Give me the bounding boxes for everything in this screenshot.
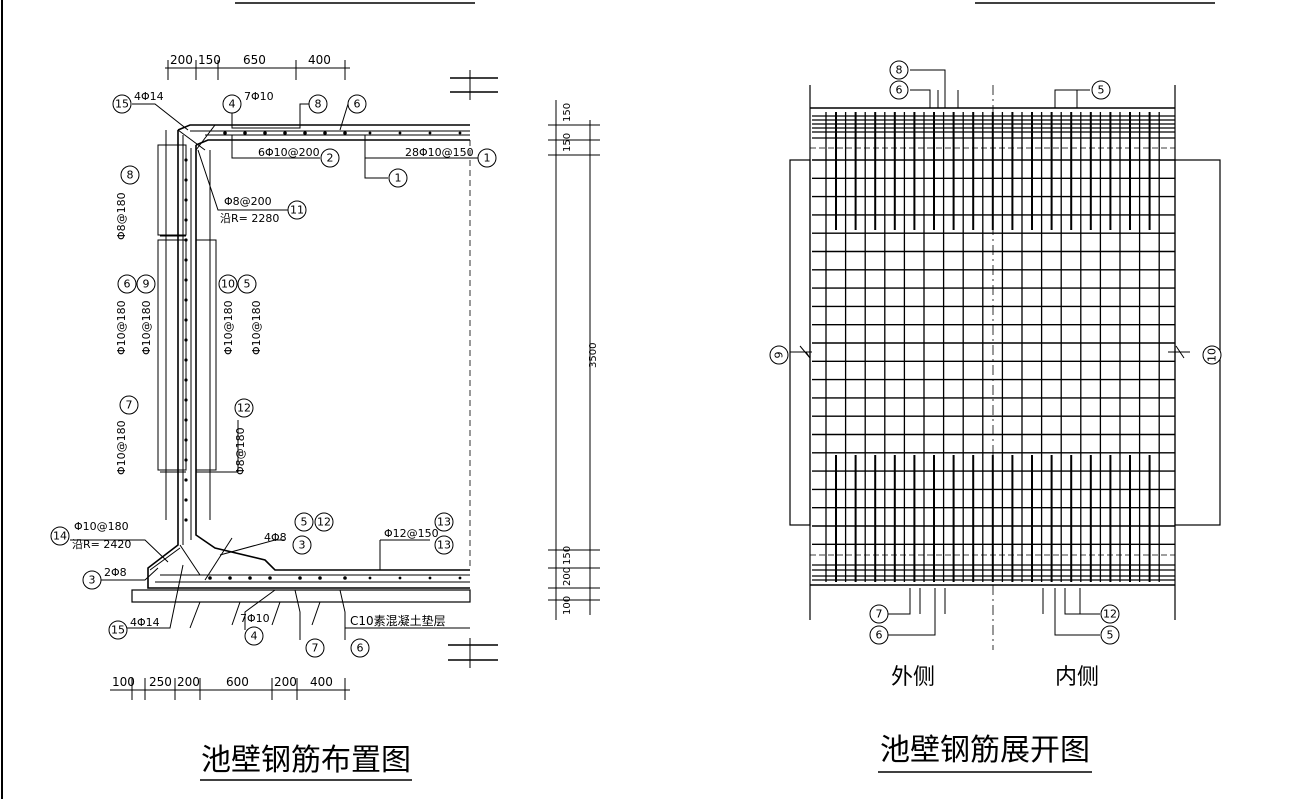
right-title: 池壁钢筋展开图	[880, 733, 1090, 768]
dim-bot-4: 200	[274, 675, 297, 689]
dim-bot-2: 200	[177, 675, 200, 689]
rebar-grid-vertical	[825, 112, 1160, 582]
svg-text:9: 9	[143, 278, 150, 291]
dimension-vertical: 150 150 3500 150 200 100	[548, 100, 600, 620]
dim-v-1: 150	[562, 133, 573, 152]
svg-text:4: 4	[251, 630, 258, 643]
dim-bot-3: 600	[226, 675, 249, 689]
svg-text:1: 1	[484, 152, 491, 165]
svg-text:5: 5	[1107, 629, 1114, 642]
cushion-label: C10素混凝土垫层	[350, 613, 446, 628]
wall-outline	[147, 124, 471, 589]
dim-top-0: 200	[170, 53, 193, 67]
dim-v-2: 3500	[588, 343, 599, 368]
svg-text:12: 12	[317, 516, 331, 529]
side-breaks	[790, 345, 1190, 359]
dim-bot-5: 400	[310, 675, 333, 689]
callout-v7: Φ10@180	[115, 420, 128, 475]
dim-v-3: 150	[562, 546, 573, 565]
svg-text:10: 10	[221, 278, 235, 291]
svg-text:7: 7	[312, 642, 319, 655]
svg-text:5: 5	[301, 516, 308, 529]
elevation-numbers: 8 6 5 9 10 7 6 12 5	[773, 64, 1219, 642]
svg-text:6: 6	[896, 84, 903, 97]
leader-lines	[70, 103, 480, 640]
callout-texts: 4Φ14 7Φ10 6Φ10@200 28Φ10@150 Φ8@200 沿R= …	[72, 90, 474, 629]
dimension-top: 200 150 650 400	[165, 53, 350, 80]
svg-text:11: 11	[290, 204, 304, 217]
rebar-layout-section: C10素混凝土垫层 200 150 650 400	[50, 53, 498, 781]
dim-top-2: 650	[243, 53, 266, 67]
index-circles	[50, 94, 497, 658]
dimension-bottom: 100 250 200 600 200 400	[110, 675, 350, 700]
svg-text:15: 15	[111, 624, 125, 637]
svg-text:6: 6	[876, 629, 883, 642]
callout-1: 28Φ10@150	[405, 146, 474, 159]
dim-v-0: 150	[562, 103, 573, 122]
callout-14-a: Φ10@180	[74, 520, 129, 533]
callout-13: Φ12@150	[384, 527, 439, 540]
svg-text:3: 3	[299, 539, 306, 552]
elevation-circles	[769, 60, 1222, 645]
svg-text:10: 10	[1206, 348, 1219, 362]
callout-v8: Φ8@180	[115, 192, 128, 240]
svg-text:5: 5	[244, 278, 251, 291]
svg-text:13: 13	[437, 539, 451, 552]
dim-bot-0: 100	[112, 675, 135, 689]
callout-4-bot: 7Φ10	[240, 612, 270, 625]
svg-text:9: 9	[773, 352, 786, 359]
svg-text:5: 5	[1098, 84, 1105, 97]
svg-text:8: 8	[127, 169, 134, 182]
svg-text:7: 7	[126, 399, 133, 412]
label-inner-side: 内侧	[1055, 665, 1099, 690]
dim-v-5: 100	[562, 596, 573, 615]
svg-text:8: 8	[896, 64, 903, 77]
label-outer-side: 外侧	[891, 665, 935, 690]
callout-v6: Φ10@180	[115, 300, 128, 355]
elevation-leaders	[880, 69, 1100, 636]
svg-text:6: 6	[354, 98, 361, 111]
callout-3-right: 4Φ8	[264, 531, 287, 544]
svg-text:1: 1	[395, 172, 402, 185]
svg-text:7: 7	[876, 608, 883, 621]
svg-text:3: 3	[89, 574, 96, 587]
svg-text:12: 12	[237, 402, 251, 415]
svg-text:6: 6	[124, 278, 131, 291]
callout-4-top: 7Φ10	[244, 90, 274, 103]
svg-text:6: 6	[357, 642, 364, 655]
dim-top-3: 400	[308, 53, 331, 67]
callout-15-top: 4Φ14	[134, 90, 164, 103]
svg-text:2: 2	[327, 152, 334, 165]
dim-bot-1: 250	[149, 675, 172, 689]
callout-v10: Φ10@180	[222, 300, 235, 355]
left-title: 池壁钢筋布置图	[201, 743, 411, 778]
sheet-border	[1, 0, 1215, 799]
callout-2: 6Φ10@200	[258, 146, 320, 159]
callout-v5: Φ10@180	[250, 300, 263, 355]
dim-v-4: 200	[562, 567, 573, 586]
dim-top-1: 150	[198, 53, 221, 67]
callout-v12: Φ8@180	[234, 427, 247, 475]
callout-11-a: Φ8@200	[224, 195, 272, 208]
callout-11-b: 沿R= 2280	[220, 212, 279, 225]
svg-text:15: 15	[115, 98, 129, 111]
svg-text:4: 4	[229, 98, 236, 111]
svg-text:14: 14	[53, 530, 67, 543]
cushion-layer: C10素混凝土垫层	[131, 589, 471, 629]
callout-14-b: 沿R= 2420	[72, 538, 131, 551]
rebar-elevation-section: 8 6 5 9 10 7 6 12 5 外侧 内侧 池壁钢筋展开图	[769, 60, 1222, 773]
break-marks	[448, 70, 498, 668]
vertical-callouts: Φ8@180 Φ10@180 Φ10@180 Φ10@180 Φ10@180 Φ…	[115, 192, 263, 475]
callout-15-bot: 4Φ14	[130, 616, 160, 629]
callout-v9: Φ10@180	[140, 300, 153, 355]
svg-text:13: 13	[437, 516, 451, 529]
svg-text:8: 8	[315, 98, 322, 111]
callout-3-left: 2Φ8	[104, 566, 127, 579]
svg-text:12: 12	[1103, 608, 1117, 621]
